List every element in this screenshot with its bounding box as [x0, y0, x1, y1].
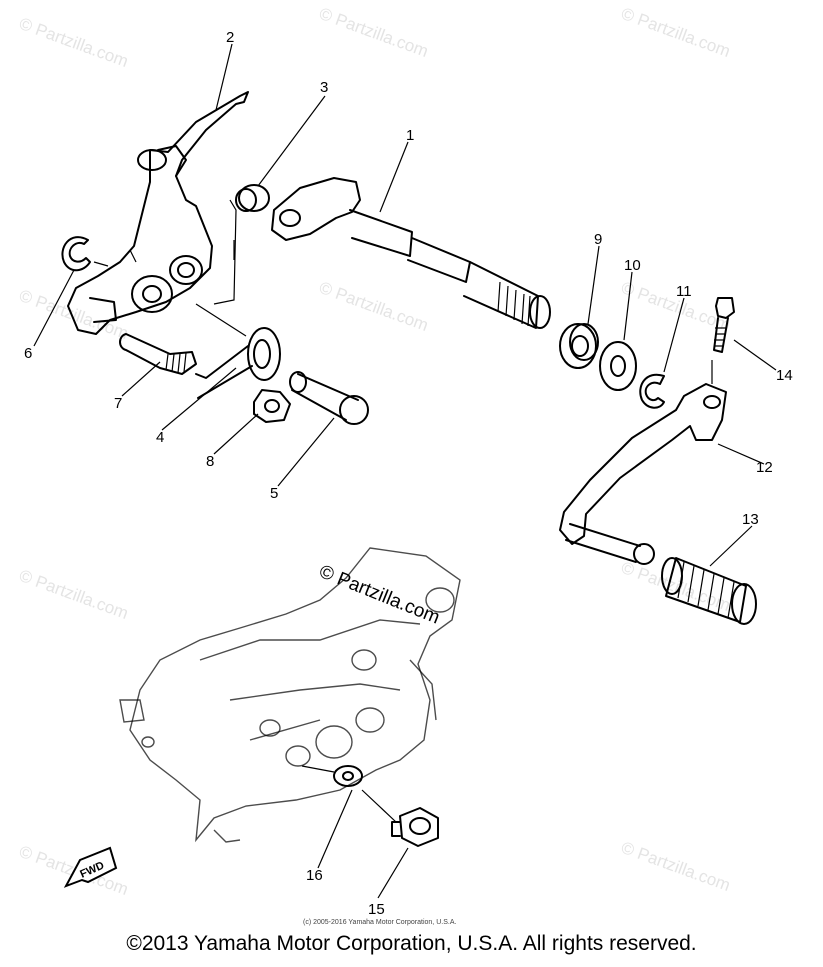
part-6-circlip [61, 236, 91, 272]
watermark: © Partzilla.com [17, 14, 131, 71]
watermark: © Partzilla.com [17, 566, 131, 623]
part-3-bush [235, 184, 270, 212]
watermark: © Partzilla.com [619, 4, 733, 61]
callout-14: 14 [776, 367, 793, 384]
callout-4: 4 [156, 429, 164, 446]
callout-13: 13 [742, 511, 759, 528]
callout-16: 16 [306, 867, 323, 884]
callout-7: 7 [114, 395, 122, 412]
callout-labels: 2 3 1 9 10 11 14 12 13 6 7 4 8 5 16 15 [24, 29, 793, 918]
watermark: © Partzilla.com [619, 558, 733, 615]
callout-8: 8 [206, 453, 214, 470]
fwd-arrow: FWD [63, 846, 118, 888]
callout-15: 15 [368, 901, 385, 918]
part-4-spring [195, 327, 281, 399]
part-16-washer [333, 765, 363, 787]
leader-lines [33, 43, 777, 899]
part-15-bolt [391, 807, 439, 847]
watermark-layer: © Partzilla.com © Partzilla.com © Partzi… [17, 4, 733, 899]
part-10-washer [599, 341, 637, 391]
callout-3: 3 [320, 79, 328, 96]
callout-9: 9 [594, 231, 602, 248]
part-14-bolt [713, 297, 735, 353]
callout-12: 12 [756, 459, 773, 476]
watermark: © Partzilla.com [317, 4, 431, 61]
part-5-collar [289, 371, 369, 425]
copyright-notice: ©2013 Yamaha Motor Corporation, U.S.A. A… [126, 932, 697, 955]
crankcase-outline [119, 547, 461, 843]
part-13-pedal-rubber [661, 557, 757, 625]
callout-1: 1 [406, 127, 414, 144]
partzilla-watermark: © Partzilla.com [316, 561, 443, 628]
alignment-lines [93, 199, 713, 823]
callout-2: 2 [226, 29, 234, 46]
watermark: © Partzilla.com [619, 838, 733, 895]
part-12-shift-pedal [559, 383, 727, 565]
callout-6: 6 [24, 345, 32, 362]
part-9-oil-seal [559, 323, 599, 369]
callout-10: 10 [624, 257, 641, 274]
watermark: © Partzilla.com [317, 278, 431, 335]
part-11-circlip [639, 373, 665, 409]
part-7-stud [119, 333, 197, 375]
callout-5: 5 [270, 485, 278, 502]
small-copyright: (c) 2005-2016 Yamaha Motor Corporation, … [303, 919, 456, 926]
part-2-shift-arm [67, 91, 249, 335]
part-8-nut [253, 389, 291, 423]
callout-11: 11 [676, 283, 692, 300]
part-1-shift-shaft [271, 177, 551, 329]
